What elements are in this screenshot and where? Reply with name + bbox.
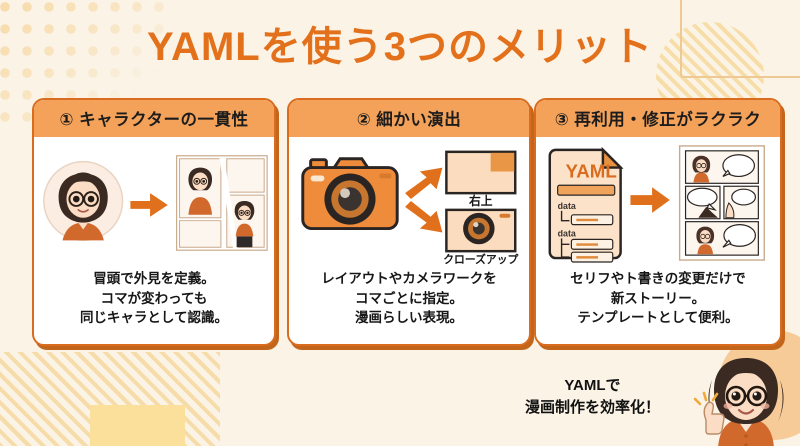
card-3-illustration: YAML data data	[536, 137, 780, 267]
page-title: YAMLを使う3つのメリット	[147, 25, 653, 69]
avatar	[58, 172, 108, 241]
yaml-doc-title: YAML	[566, 160, 617, 181]
arrow-upright-icon	[405, 167, 443, 200]
frame-label-top-right: 右上	[468, 194, 493, 208]
card-3-body: セリフやト書きの変更だけで 新ストーリー。 テンプレートとして便利。	[536, 267, 780, 344]
card-1-body-line-2: コマが変わっても	[100, 290, 208, 306]
arrow-downright-icon	[405, 201, 443, 233]
card-1-heading: ① キャラクターの一貫性	[34, 100, 274, 137]
card-3-body-line-3: テンプレートとして便利。	[577, 310, 739, 326]
arrow-right-icon	[630, 187, 670, 213]
card-2-body: レイアウトやカメラワークを コマごとに指定。 漫画らしい表現。	[289, 267, 529, 344]
manga-panel-layout	[176, 155, 268, 251]
mascot-head	[708, 358, 784, 424]
frame-option-top-right	[445, 150, 517, 195]
stripe-decoration-bottom-left	[0, 352, 220, 446]
card-2-body-line-2: コマごとに指定。	[355, 290, 463, 306]
benefit-card-3: ③ 再利用・修正がラクラク YAML data data	[534, 98, 782, 346]
card-1-illustration	[34, 137, 274, 267]
card-1-body: 冒頭で外見を定義。 コマが変わっても 同じキャラとして認識。	[34, 267, 274, 344]
manga-page-with-bubbles	[678, 145, 765, 261]
card-2-illustration: 右上 クローズアップ	[289, 137, 529, 267]
yellow-square-decoration	[90, 405, 185, 446]
card-2-heading: ② 細かい演出	[289, 100, 529, 137]
camera-direction-graphic: 右上 クローズアップ	[301, 150, 519, 266]
card-2-body-line-3: 漫画らしい表現。	[355, 310, 463, 326]
camera-icon	[301, 157, 399, 231]
benefit-card-1: ① キャラクターの一貫性	[32, 98, 276, 346]
card-2-body-line-1: レイアウトやカメラワークを	[321, 271, 497, 286]
frame-label-closeup: クローズアップ	[443, 252, 518, 266]
card-3-heading: ③ 再利用・修正がラクラク	[536, 100, 780, 137]
footer-line-1: YAMLで	[564, 377, 621, 394]
card-1-body-line-1: 冒頭で外見を定義。	[93, 271, 215, 286]
benefit-card-2: ② 細かい演出	[287, 98, 531, 346]
card-3-body-line-1: セリフやト書きの変更だけで	[570, 271, 746, 286]
footer-line-2: 漫画制作を効率化！	[524, 398, 660, 416]
footer-tagline: YAMLで 漫画制作を効率化！	[525, 375, 660, 419]
yaml-doc-label-1: data	[558, 201, 576, 211]
card-3-body-line-2: 新ストーリー。	[610, 290, 706, 306]
yaml-document-icon: YAML data data	[548, 146, 624, 263]
frame-option-closeup	[445, 208, 517, 253]
arrow-right-icon	[130, 193, 168, 217]
character-consistency-graphic	[43, 155, 268, 251]
yaml-doc-label-2: data	[558, 228, 576, 238]
thumbs-up-icon	[693, 391, 725, 435]
yaml-reuse-graphic: YAML data data	[548, 145, 765, 263]
card-1-body-line-3: 同じキャラとして認識。	[79, 310, 229, 326]
mascot-character	[693, 358, 784, 446]
